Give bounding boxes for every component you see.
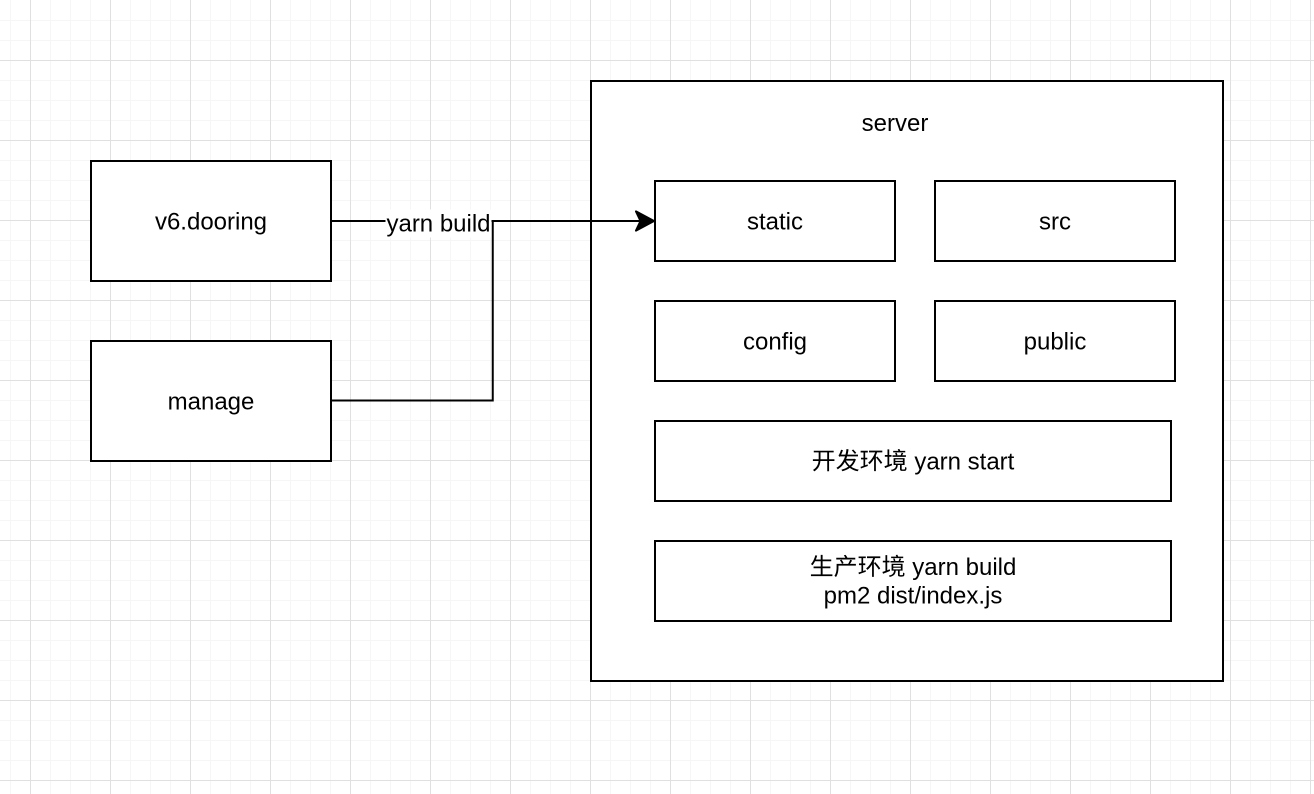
svg-text:yarn build: yarn build [912, 554, 1016, 581]
svg-text:public: public [1024, 329, 1087, 356]
svg-text:static: static [747, 209, 803, 236]
svg-text:v6.dooring: v6.dooring [155, 209, 267, 236]
svg-text:src: src [1039, 209, 1071, 236]
svg-text:yarn build: yarn build [386, 211, 490, 238]
svg-text:config: config [743, 329, 807, 356]
svg-text:yarn start: yarn start [914, 448, 1014, 475]
svg-text:manage: manage [168, 389, 255, 416]
svg-text:server: server [862, 110, 929, 137]
svg-text:pm2 dist/index.js: pm2 dist/index.js [824, 583, 1003, 610]
